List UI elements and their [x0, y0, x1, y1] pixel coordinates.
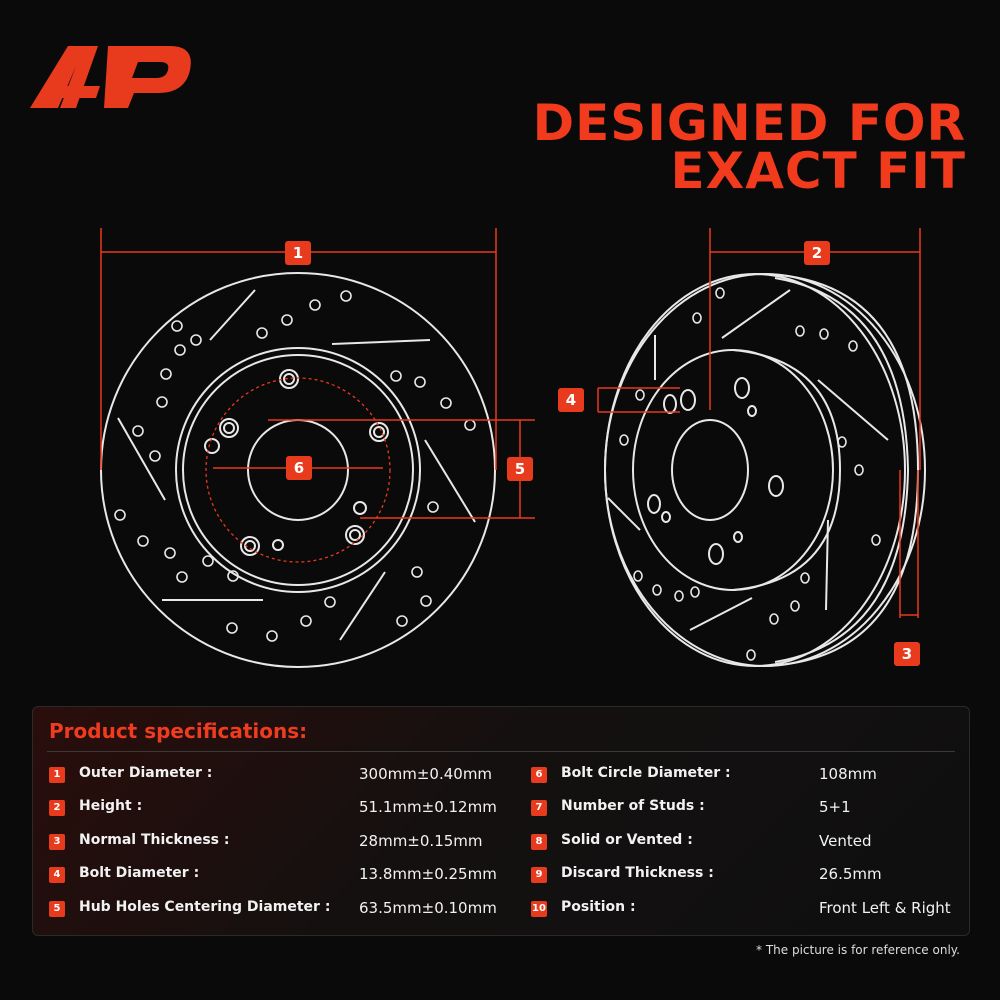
spec-label: Height : — [79, 798, 143, 814]
headline-line-1: DESIGNED FOR — [532, 94, 966, 152]
divider — [47, 751, 955, 752]
spec-label: Position : — [561, 899, 636, 915]
callout-2: 2 — [804, 241, 830, 265]
callout-3: 3 — [894, 642, 920, 666]
spec-title: Product specifications: — [49, 719, 308, 743]
spec-value: 108mm — [819, 765, 877, 783]
spec-value: Front Left & Right — [819, 899, 951, 917]
spec-label: Number of Studs : — [561, 798, 705, 814]
spec-number-badge: 2 — [49, 800, 65, 816]
spec-number-badge: 3 — [49, 834, 65, 850]
brand-logo — [30, 46, 191, 108]
spec-label: Discard Thickness : — [561, 865, 714, 881]
brake-rotor-drawing — [100, 228, 926, 668]
spec-number-badge: 1 — [49, 767, 65, 783]
spec-number-badge: 6 — [531, 767, 547, 783]
spec-label: Hub Holes Centering Diameter : — [79, 899, 331, 915]
spec-number-badge: 7 — [531, 800, 547, 816]
spec-value: 26.5mm — [819, 865, 882, 883]
spec-label: Bolt Diameter : — [79, 865, 200, 881]
rotor-side-view — [604, 273, 926, 667]
spec-label: Outer Diameter : — [79, 765, 213, 781]
spec-value: 51.1mm±0.12mm — [359, 798, 497, 816]
headline-line-2: EXACT FIT — [670, 142, 966, 200]
callout-6: 6 — [286, 456, 312, 480]
spec-value: 5+1 — [819, 798, 851, 816]
spec-number-badge: 8 — [531, 834, 547, 850]
spec-label: Solid or Vented : — [561, 832, 693, 848]
spec-value: 28mm±0.15mm — [359, 832, 483, 850]
callout-1: 1 — [285, 241, 311, 265]
spec-value: 300mm±0.40mm — [359, 765, 493, 783]
disclaimer-footnote: * The picture is for reference only. — [756, 943, 960, 957]
callout-4: 4 — [558, 388, 584, 412]
spec-label: Bolt Circle Diameter : — [561, 765, 731, 781]
spec-value: 13.8mm±0.25mm — [359, 865, 497, 883]
spec-label: Normal Thickness : — [79, 832, 230, 848]
callout-5: 5 — [507, 457, 533, 481]
spec-value: 63.5mm±0.10mm — [359, 899, 497, 917]
spec-value: Vented — [819, 832, 872, 850]
product-specifications-panel: Product specifications: 1 Outer Diameter… — [32, 706, 970, 936]
spec-number-badge: 5 — [49, 901, 65, 917]
spec-number-badge: 4 — [49, 867, 65, 883]
spec-number-badge: 10 — [531, 901, 547, 917]
spec-number-badge: 9 — [531, 867, 547, 883]
